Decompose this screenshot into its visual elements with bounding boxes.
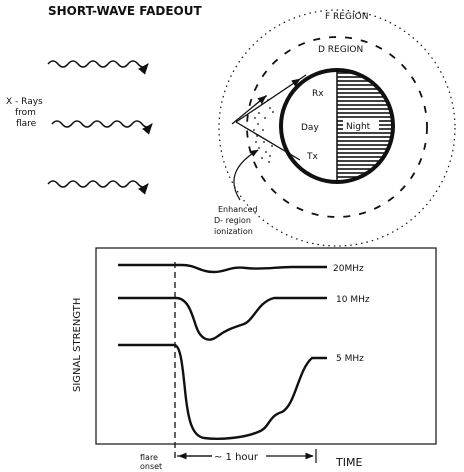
f-region-boundary [218, 9, 456, 247]
d-region-boundary [246, 36, 428, 218]
enhanced-d-region-dots [253, 95, 274, 163]
propagation-path [231, 74, 307, 161]
chart-frame [95, 247, 437, 445]
enhanced-label-line2: D- region [214, 216, 251, 225]
night-label: Night [346, 122, 371, 132]
series-20mhz-label: 20MHz [333, 264, 364, 274]
flare-onset-label-line2: onset [140, 462, 162, 471]
xray-wave-middle [51, 120, 153, 135]
hour-span-label: ~ 1 hour [214, 452, 259, 463]
enhanced-label-line1: Enhanced [218, 205, 258, 214]
enhanced-label-arrow [233, 149, 259, 201]
xray-wave-bottom [47, 180, 149, 195]
d-region-label: D REGION [318, 45, 363, 55]
day-label: Day [301, 123, 319, 133]
series-5mhz-label: 5 MHz [336, 354, 364, 364]
night-label-box [343, 118, 379, 132]
f-region-label: F REGION [325, 12, 368, 22]
series-5mhz-curve [118, 343, 327, 440]
flare-onset-label-line1: flare [140, 453, 158, 462]
y-axis-label: SIGNAL STRENGTH [72, 298, 83, 392]
hour-span-arrow [177, 449, 317, 463]
xray-wave-top [47, 60, 149, 75]
series-20mhz-curve [118, 263, 327, 274]
enhanced-label-line3: ionization [214, 227, 253, 236]
diagram-title: SHORT-WAVE FADEOUT [48, 4, 202, 18]
x-axis-label: TIME [335, 456, 362, 469]
tx-label: Tx [306, 152, 318, 162]
series-10mhz-label: 10 MHz [336, 295, 370, 305]
rx-label: Rx [312, 89, 324, 99]
xray-label-line3: flare [16, 119, 37, 129]
series-10mhz-curve [118, 296, 327, 341]
xray-label-line1: X - Rays [6, 97, 43, 107]
earth [279, 68, 395, 184]
xray-label-line2: from [15, 108, 36, 118]
